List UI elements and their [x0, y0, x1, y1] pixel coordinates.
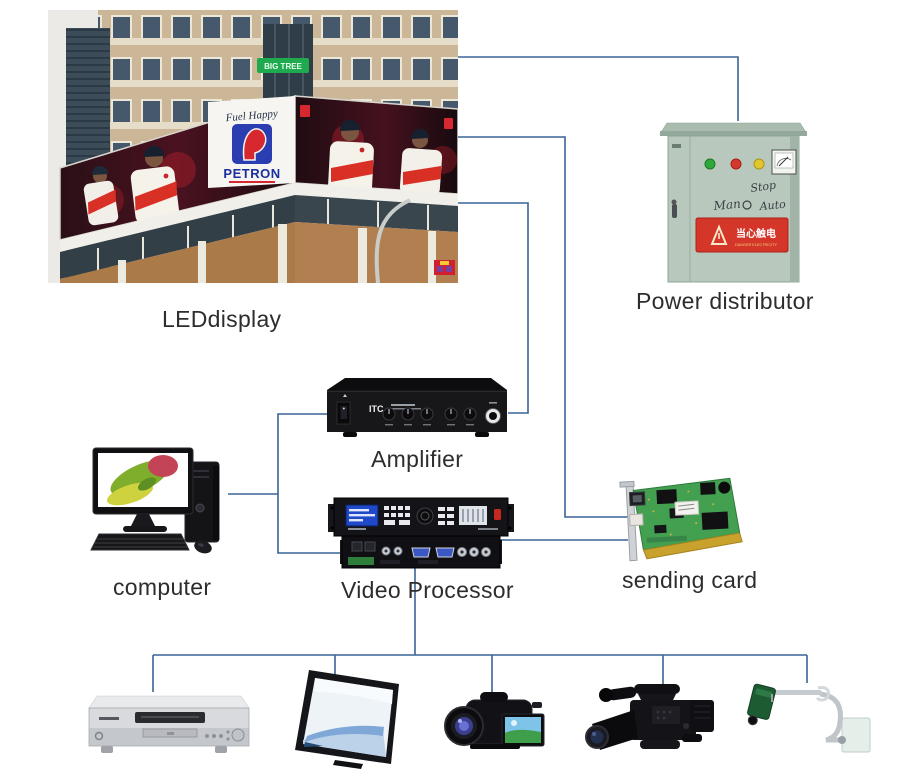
power-distributor-image: Stop Man Auto 当心触电 DANGER ELECTRICITY	[659, 122, 808, 283]
petron-slogan-text: Fuel Happy	[224, 108, 278, 125]
connector-computer-to-amp-and-vp	[277, 413, 342, 554]
amplifier-image: ITC	[327, 378, 507, 437]
sending-card-image	[619, 477, 743, 562]
cctv-camera-image	[747, 683, 871, 753]
connector-display-to-amplifier	[458, 202, 529, 414]
led-display-label: LEDdisplay	[162, 306, 282, 332]
screen-person-4	[399, 129, 443, 196]
broadcast-camera-image	[585, 684, 714, 750]
big-tree-sign	[257, 58, 309, 73]
camera-head	[747, 683, 776, 726]
video-processor-image	[328, 497, 514, 569]
big-tree-sign-text: BIG TREE	[264, 62, 302, 71]
video-processor-label: Video Processor	[341, 577, 514, 603]
screen-person-3	[328, 120, 374, 195]
voltage-gauge	[771, 149, 797, 175]
screen-person-2	[130, 146, 180, 224]
power-button	[494, 509, 501, 520]
warning-subtext: DANGER ELECTRICITY	[735, 243, 777, 247]
label-sticker	[674, 500, 700, 516]
petron-brand-text: PETRON	[223, 166, 280, 181]
handwriting-man: Man	[712, 197, 741, 213]
connector-display-to-power	[458, 56, 739, 121]
vga-ports	[411, 547, 455, 558]
button-cluster-left	[384, 506, 410, 525]
computer-image	[90, 447, 220, 554]
tv-monitor-image	[295, 670, 399, 769]
warning-plate: 当心触电 DANGER ELECTRICITY	[695, 217, 789, 253]
led-display-photo: BIG TREE	[48, 10, 458, 283]
amplifier-brand-text: ITC	[369, 404, 384, 414]
power-distributor-label: Power distributor	[636, 288, 814, 314]
dvi-port	[629, 513, 644, 527]
amplifier-knobs	[382, 407, 477, 421]
street-sign	[434, 260, 455, 275]
connector-display-to-sending-card	[458, 136, 628, 518]
dvd-player-image	[88, 695, 250, 753]
amplifier-label: Amplifier	[371, 446, 464, 472]
camcorder-image	[444, 692, 545, 749]
sending-card-label: sending card	[622, 567, 758, 593]
handwriting-auto: Auto	[758, 198, 786, 213]
computer-label: computer	[113, 574, 212, 600]
screen-person-1	[83, 166, 119, 226]
button-cluster-mid	[438, 507, 454, 525]
warning-text: 当心触电	[736, 227, 776, 240]
handwriting-stop: Stop	[750, 179, 777, 195]
